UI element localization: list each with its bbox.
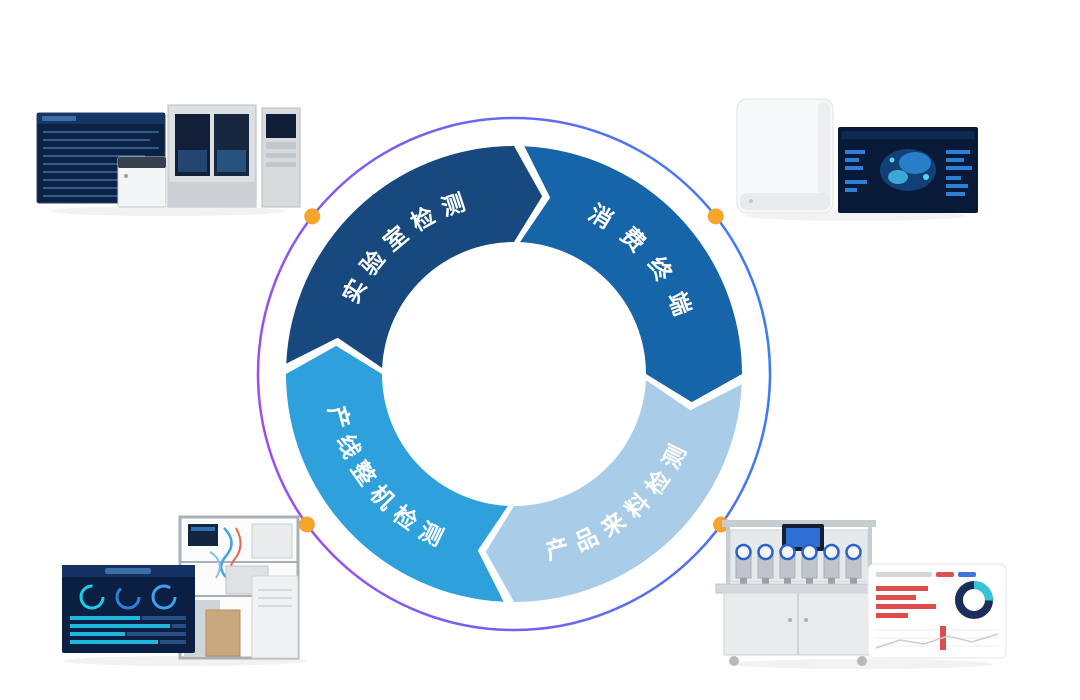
test-station: [757, 543, 774, 584]
chamber-glow-right: [217, 150, 246, 172]
gauge-2: [115, 584, 141, 610]
orbit-dot: [707, 208, 724, 225]
cabinet-handle-left: [788, 618, 792, 622]
appliance-indicator: [749, 199, 753, 203]
bench-gantry-post-left: [726, 527, 730, 585]
report-grid-lines: [876, 629, 998, 647]
report-red-bars: [876, 586, 936, 618]
device-consumer-appliance: [736, 98, 978, 214]
bench-top: [715, 583, 881, 594]
rack-panel: [251, 523, 293, 559]
blue-tube: [219, 527, 233, 584]
bench-gantry-beam: [722, 520, 876, 527]
gauge-1: [79, 584, 105, 610]
gauge-3: [151, 584, 177, 610]
orbit-ring: [256, 116, 772, 632]
cabinet-handle-right: [804, 618, 808, 622]
report-title-bar: [876, 572, 932, 577]
lab-screen-title-bar: [42, 116, 76, 121]
device-production-line-station: [62, 515, 300, 660]
ring-segment-consumer-terminal: [519, 146, 742, 403]
lab-screen-header: [37, 113, 165, 124]
report-donut-segment: [955, 581, 993, 619]
appliance-base-band: [740, 193, 830, 210]
caster-left: [729, 656, 739, 666]
report-tag-blue: [958, 572, 976, 577]
test-station: [801, 543, 818, 584]
chamber-glow-left: [178, 150, 207, 172]
console-monitor: [266, 114, 296, 138]
tower-vents: [258, 589, 292, 607]
light-blue-tube: [209, 551, 221, 579]
ring-segment-production-line-testing: [286, 345, 509, 602]
ring-segment-lab-testing: [286, 146, 543, 369]
cycle-ring: 实验室检测消费终端产品来料检测产线整机检测: [286, 146, 742, 603]
test-station: [735, 543, 752, 584]
bench-monitor-display: [786, 528, 820, 547]
iot-dashboard-left-charts: [845, 150, 867, 192]
device-laboratory-testing-equipment: [36, 104, 301, 208]
orbit-dot: [304, 208, 321, 225]
appliance-side-shade: [818, 102, 830, 210]
device-material-test-bench: [715, 520, 1007, 666]
console-slot-1: [266, 153, 296, 158]
test-station: [779, 543, 796, 584]
orbit-dots: [298, 208, 730, 533]
test-station: [845, 543, 862, 584]
console-tray: [266, 142, 296, 149]
progress-bars-track: [127, 616, 186, 644]
bench-gantry-post-right: [868, 527, 872, 585]
report-trend-line: [875, 633, 999, 649]
test-stations: [735, 543, 862, 584]
iot-dashboard-right-charts: [946, 150, 972, 196]
console-slot-2: [266, 162, 296, 167]
line-dashboard-title-bar: [105, 568, 151, 574]
iot-dashboard-header: [842, 131, 974, 139]
quality-report-card: [867, 563, 1007, 659]
small-test-unit-panel: [118, 157, 166, 168]
orbit-dot: [298, 516, 315, 533]
test-station: [823, 543, 840, 584]
china-map-visualization: [880, 149, 936, 191]
small-test-unit-knob: [124, 174, 128, 178]
progress-bars-filled: [70, 616, 170, 644]
ring-segment-incoming-material-testing: [485, 379, 742, 603]
white-tower-unit: [251, 575, 299, 659]
report-tag-red: [936, 572, 954, 577]
caster-right: [857, 656, 867, 666]
cabinet-base: [168, 182, 256, 207]
water-appliance-body: [736, 98, 834, 214]
rack-monitor-content: [191, 527, 215, 531]
cardboard-box: [205, 609, 241, 657]
